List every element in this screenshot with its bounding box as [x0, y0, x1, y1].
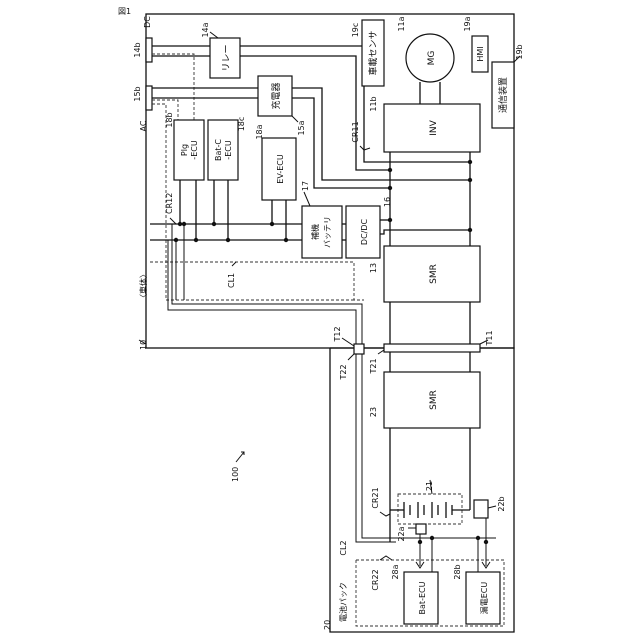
connector-t11: [384, 344, 480, 352]
inv-label: INV: [429, 119, 439, 135]
inv-ref: 11b: [369, 96, 378, 111]
charger-label: 充電器: [270, 82, 282, 109]
batc-ecu-line1: Bat-C: [214, 139, 223, 161]
bat-ecu-ref: 28a: [391, 564, 400, 579]
sensor-22b-ref: 22b: [497, 496, 506, 511]
dcdc-label: DC/DC: [360, 218, 369, 245]
batc-ecu-ref: 18c: [237, 117, 246, 132]
sensor-ref: 19c: [351, 23, 360, 38]
aux-battery-line1: 補機: [310, 224, 320, 240]
plg-ecu-line2: -ECU: [190, 140, 199, 160]
batc-ecu-line2: -ECU: [224, 140, 233, 160]
dc-port-ref: 14b: [133, 42, 142, 57]
battery-pack-ref: 20: [323, 620, 332, 630]
sensor-22a-box: [416, 524, 426, 534]
batc-ecu-box: [208, 120, 238, 180]
cl2-label: CL2: [339, 540, 348, 555]
ev-ecu-label: EV-ECU: [276, 154, 285, 184]
smr-vehicle-ref: 13: [369, 263, 378, 273]
dcdc-ref: 16: [383, 197, 392, 207]
cr21-label: CR21: [371, 487, 380, 508]
sensor-22a-ref: 22a: [397, 526, 406, 541]
relay-ref: 14a: [201, 22, 210, 37]
smr-vehicle-label: SMR: [429, 264, 439, 284]
dc-port[interactable]: [146, 38, 152, 62]
comm-label: 通信装置: [497, 77, 509, 113]
smr-pack-label: SMR: [429, 390, 439, 410]
hmi-label: HMI: [476, 46, 485, 61]
leak-ecu-label: 漏電ECU: [479, 582, 489, 615]
battery-pack-label: 電池パック: [338, 582, 348, 622]
bat-ecu-label: Bat-ECU: [418, 581, 427, 614]
cl1-boundary: [150, 262, 364, 300]
ac-port-ref: 15b: [133, 86, 142, 101]
relay-label: リレー: [222, 44, 232, 71]
figure-label: 図1: [118, 7, 131, 16]
vehicle-body-label: 〈車体〉: [138, 270, 148, 302]
t12-label: T12: [333, 326, 342, 342]
smr-pack-ref: 23: [369, 407, 378, 417]
cl1-label: CL1: [227, 273, 236, 288]
mg-ref: 11a: [397, 16, 406, 31]
leak-ecu-ref: 28b: [453, 564, 462, 579]
system-ref: 100: [231, 467, 240, 482]
sensor-22b-box: [474, 500, 488, 518]
plg-ecu-box: [174, 120, 204, 180]
t21-label: T21: [369, 358, 378, 374]
ac-port[interactable]: [146, 86, 152, 110]
cr11-label: CR11: [351, 121, 360, 142]
aux-battery-box: [302, 206, 342, 258]
connector-t12: [354, 344, 364, 354]
mg-label: MG: [427, 51, 437, 66]
aux-battery-ref: 17: [301, 181, 310, 191]
plg-ecu-line1: Plg: [180, 144, 189, 156]
sensor-label: 車載センサ: [367, 30, 379, 75]
t11-label: T11: [485, 330, 494, 346]
cells-ref: 21: [425, 481, 434, 491]
t22-label: T22: [339, 364, 348, 380]
plg-ecu-ref: 18b: [165, 112, 174, 127]
cr22-label: CR22: [371, 569, 380, 590]
dc-port-label: DC: [143, 16, 152, 28]
comm-ref: 19b: [515, 44, 524, 59]
charger-ref: 15a: [297, 120, 306, 135]
ev-ecu-ref: 18a: [255, 124, 264, 139]
aux-battery-line2: バッテリ: [323, 216, 332, 248]
hmi-ref: 19a: [463, 16, 472, 31]
ac-port-label: AC: [139, 120, 148, 131]
